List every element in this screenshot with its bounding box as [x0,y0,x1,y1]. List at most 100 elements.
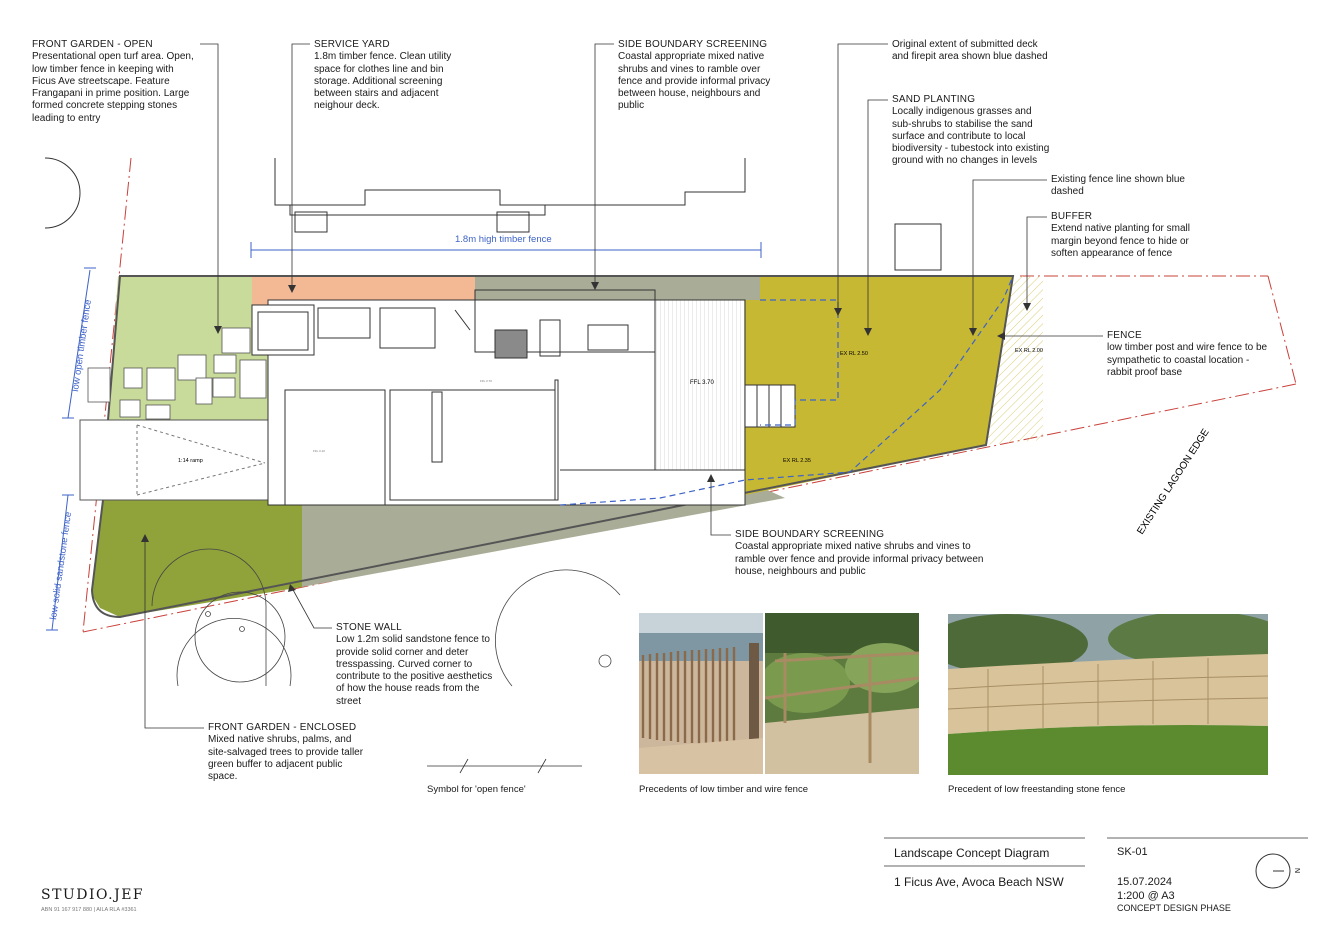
title-block-lines [884,837,1308,867]
note-line: street [336,695,362,707]
sheet-number: SK-01 [1117,846,1148,858]
buffer-zone [986,276,1043,445]
note-side-boundary-bottom: SIDE BOUNDARY SCREENING Coastal appropri… [735,529,1005,578]
note-line: Frangapani in prime position. Large [32,88,190,100]
caption-open-fence-symbol: Symbol for 'open fence' [427,784,526,795]
precedent-photo-beach-fence [639,613,763,774]
site-address: 1 Ficus Ave, Avoca Beach NSW [894,875,1064,889]
note-heading: STONE WALL [336,622,402,633]
note-line: Presentational open turf area. Open, [32,51,194,63]
note-heading: FENCE [1107,330,1142,341]
note-line: Coastal appropriate mixed native [618,51,765,63]
note-heading: SAND PLANTING [892,94,976,105]
note-line: Locally indigenous grasses and [892,106,1032,118]
note-front-garden-enclosed: FRONT GARDEN - ENCLOSED Mixed native shr… [208,722,383,783]
room-label-b: FFL 3.10 [313,449,325,453]
note-line: space for clothes line and bin [314,63,444,75]
note-front-garden-open: FRONT GARDEN - OPEN Presentational open … [32,39,207,125]
studio-abn: ABN 91 167 917 880 | AILA RLA #3361 [41,907,137,913]
caption-timber-wire-fence: Precedents of low timber and wire fence [639,784,808,795]
note-line: margin beyond fence to hide or [1051,235,1189,247]
note-line: formed concrete stepping stones [32,100,178,112]
timber-fence-dimension-label: 1.8m high timber fence [455,234,552,245]
leader-lines [144,43,1103,729]
lagoon-edge-label: EXISTING LAGOON EDGE [1135,427,1212,537]
note-line: Extend native planting for small [1051,223,1190,235]
note-line: space. [208,771,238,783]
note-heading: SIDE BOUNDARY SCREENING [618,39,768,50]
low-sandstone-fence-label: low solid sandstone fence [48,511,74,620]
studio-logo: STUDIO.JEF [41,887,145,903]
ex-rl-235-label: EX RL 2.35 [783,458,811,464]
north-label: N [1293,868,1300,873]
note-line: shrubs and vines to ramble over [618,63,761,75]
note-line: Low 1.2m solid sandstone fence to [336,634,490,646]
room-label-a: FFL 3.70 [480,379,492,383]
note-fence: FENCE low timber post and wire fence to … [1107,330,1287,379]
note-line: house, neighbours and public [735,565,866,577]
ramp-label: 1:14 ramp [178,458,203,464]
timber-fence-dimension [250,242,762,258]
note-line: sub-shrubs to stabilise the sand [892,118,1033,130]
stepping-stones [87,327,267,420]
note-line: soften appearance of fence [1051,247,1173,259]
note-heading: BUFFER [1051,211,1093,222]
leader-arrows [141,282,1031,592]
note-line: sympathetic to coastal location - [1107,354,1250,366]
tree-canopies [151,548,621,687]
note-line: dashed [1051,186,1084,198]
drawing-title: Landscape Concept Diagram [894,846,1050,860]
note-line: Mixed native shrubs, palms, and [208,734,352,746]
precedent-photo-stone-fence [948,614,1268,775]
neighbour-house-outline [274,158,942,271]
sand-planting-zone [745,276,1013,495]
drawing-scale: 1:200 @ A3 [1117,890,1175,902]
house-floor-plan [251,289,796,506]
issue-date: 15.07.2024 [1117,876,1173,888]
note-line: 1.8m timber fence. Clean utility [314,51,452,63]
note-sand-planting: SAND PLANTING Locally indigenous grasses… [892,94,1067,168]
note-heading: SIDE BOUNDARY SCREENING [735,529,885,540]
side-screen-top-zone [475,276,760,300]
note-line: ground with no changes in levels [892,155,1038,167]
neighbour-curve [44,157,81,229]
note-stone-wall: STONE WALL Low 1.2m solid sandstone fenc… [336,622,511,708]
note-line: tresspassing. Curved corner to [336,658,473,670]
service-yard-zone [252,276,475,305]
side-dimensions [46,267,96,631]
note-line: public [618,100,645,112]
note-heading: FRONT GARDEN - ENCLOSED [208,722,357,733]
ffl-label: FFL 3.70 [690,380,714,386]
ex-rl-200-label: EX RL 2.00 [1015,348,1043,354]
note-line: Original extent of submitted deck [892,39,1038,50]
ex-rl-250-label: EX RL 2.50 [840,351,868,357]
north-arrow [1255,853,1291,889]
note-line: fence and provide informal privacy [618,75,771,87]
note-line: storage. Additional screening [314,75,443,87]
note-line: Ficus Ave streetscape. Feature [32,75,170,87]
design-phase: CONCEPT DESIGN PHASE [1117,903,1231,913]
note-heading: SERVICE YARD [314,39,390,50]
note-line: ramble over fence and provide informal p… [735,553,984,565]
note-existing-fence: Existing fence line shown blue dashed [1051,174,1211,199]
note-line: Coastal appropriate mixed native shrubs … [735,541,971,553]
note-line: low timber post and wire fence to be [1107,342,1268,354]
note-line: surface and contribute to local [892,130,1026,142]
note-line: green buffer to adjacent public [208,758,343,770]
note-line: contribute to the positive aesthetics [336,671,493,683]
note-original-deck: Original extent of submitted deck and fi… [892,39,1072,64]
open-fence-symbol [427,758,582,774]
caption-stone-fence: Precedent of low freestanding stone fenc… [948,784,1126,795]
note-line: and firepit area shown blue dashed [892,51,1048,63]
note-line: site-salvaged trees to provide taller [208,746,364,758]
note-buffer: BUFFER Extend native planting for small … [1051,211,1211,260]
existing-deck-dashed [559,275,1014,506]
site-outline [90,275,1015,619]
note-side-boundary-top: SIDE BOUNDARY SCREENING Coastal appropri… [618,39,793,113]
note-line: low timber fence in keeping with [32,63,174,75]
note-line: between stairs and adjacent [314,88,439,100]
note-line: rabbit proof base [1107,366,1183,378]
note-heading: FRONT GARDEN - OPEN [32,39,153,50]
note-line: between house, neighbours and [618,88,761,100]
